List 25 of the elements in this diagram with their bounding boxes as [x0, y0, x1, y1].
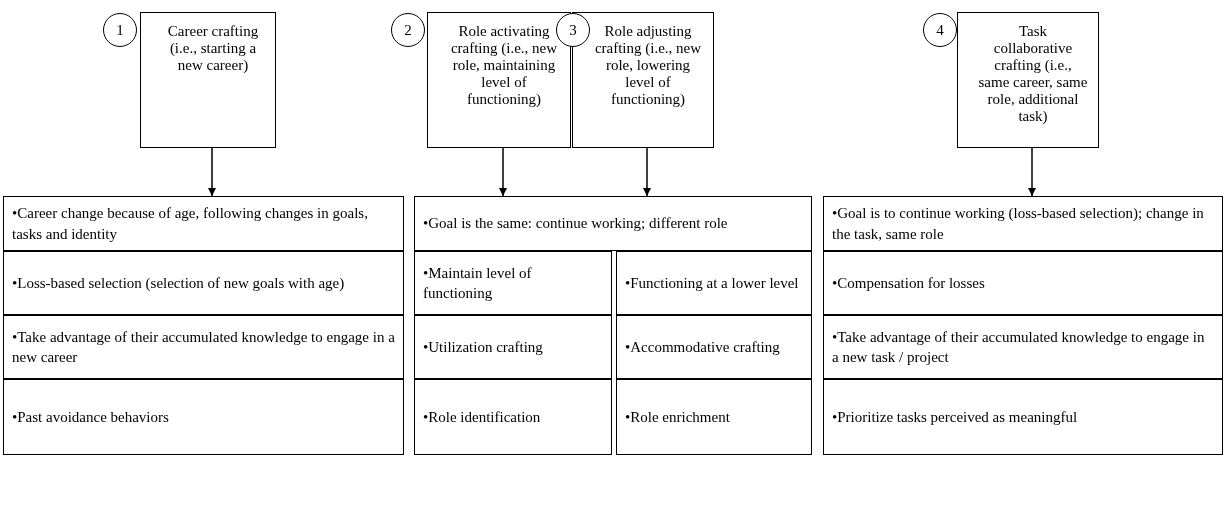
- number-circle: 2: [391, 13, 425, 47]
- category-box: Task collaborative crafting (i.e., same career, same role, additional task): [957, 12, 1099, 148]
- description-box: •Past avoidance behaviors: [3, 379, 404, 455]
- description-box: •Functioning at a lower level: [616, 251, 812, 315]
- category-box: Career crafting (i.e., starting a new career): [140, 12, 276, 148]
- description-box: •Role enrichment: [616, 379, 812, 455]
- description-box: •Loss-based selection (selection of new goals with age): [3, 251, 404, 315]
- category-box: Role activating crafting (i.e., new role, maintaining level of functioning): [427, 12, 571, 148]
- description-box: •Take advantage of their accumulated knowledge to engage in a new career: [3, 315, 404, 379]
- arrow: [1028, 147, 1036, 197]
- description-box: •Utilization crafting: [414, 315, 612, 379]
- number-circle: 1: [103, 13, 137, 47]
- description-box: •Goal is to continue working (loss-based selection); change in the task, same role: [823, 196, 1223, 251]
- description-box: •Compensation for losses: [823, 251, 1223, 315]
- description-box: •Prioritize tasks perceived as meaningful: [823, 379, 1223, 455]
- arrow: [499, 147, 507, 197]
- description-box: •Accommodative crafting: [616, 315, 812, 379]
- description-box: •Career change because of age, following changes in goals, tasks and identity: [3, 196, 404, 251]
- arrow: [643, 147, 651, 197]
- description-box: •Take advantage of their accumulated knowledge to engage in a new task / project: [823, 315, 1223, 379]
- description-box: •Goal is the same: continue working; different role: [414, 196, 812, 251]
- description-box: •Role identification: [414, 379, 612, 455]
- number-circle: 4: [923, 13, 957, 47]
- description-box: •Maintain level of functioning: [414, 251, 612, 315]
- arrow: [208, 147, 216, 197]
